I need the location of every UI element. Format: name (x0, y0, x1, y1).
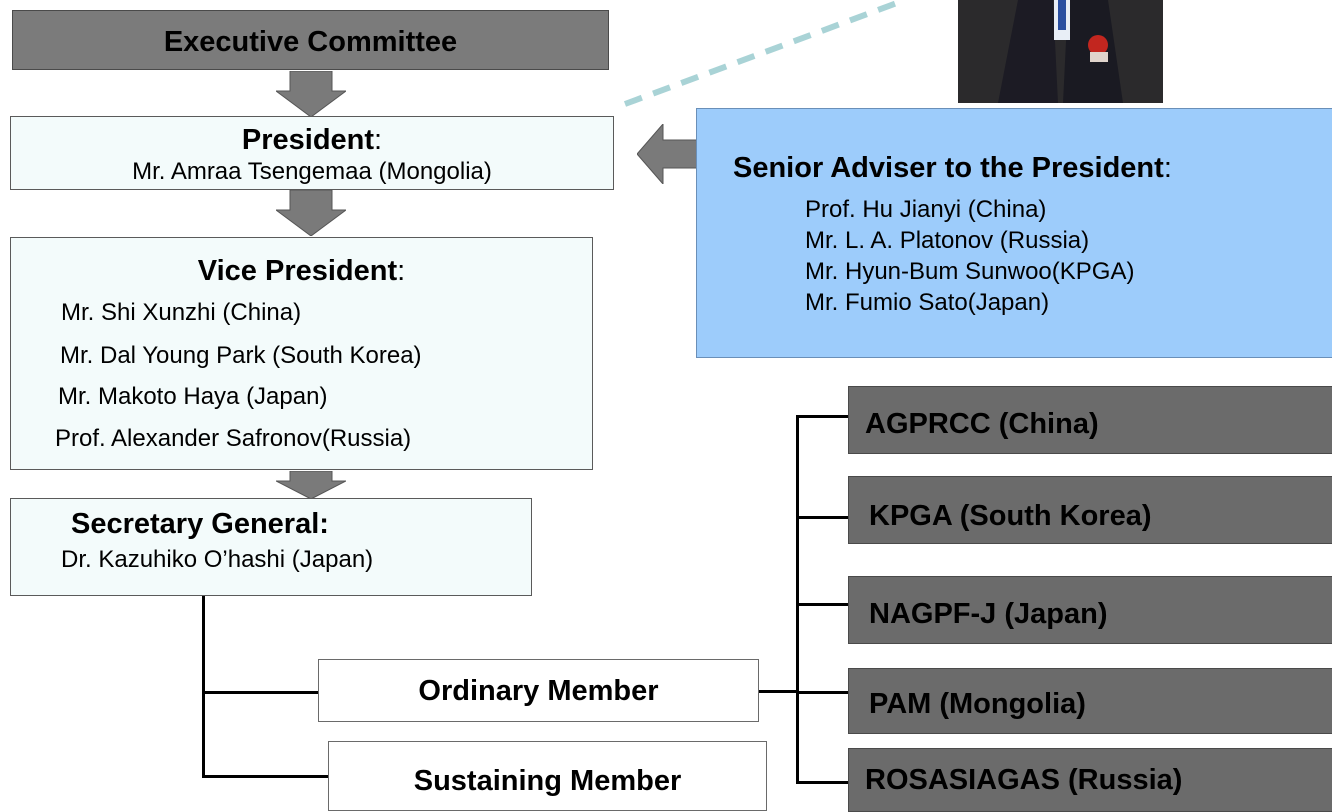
connector-line (759, 690, 799, 693)
vice-president-box: Vice President: Mr. Shi Xunzhi (China) M… (10, 237, 593, 470)
president-title: President (241, 124, 375, 156)
senior-adviser-name: Prof. Hu Jianyi (China) (805, 196, 1047, 223)
vice-president-colon: : (397, 255, 406, 287)
executive-committee-box: Executive Committee (12, 10, 609, 70)
arrow-left-icon (637, 124, 699, 184)
org-box-agprcc: AGPRCC (China) (848, 386, 1332, 454)
org-box-pam: PAM (Mongolia) (848, 668, 1332, 734)
connector-line (796, 415, 799, 784)
org-box-rosasiagas: ROSASIAGAS (Russia) (848, 748, 1332, 812)
vice-president-heading: Vice President: (11, 254, 592, 288)
senior-adviser-heading: Senior Adviser to the President: (733, 151, 1172, 185)
senior-adviser-box: Senior Adviser to the President: Prof. H… (696, 108, 1332, 358)
secretary-general-box: Secretary General: Dr. Kazuhiko O’hashi … (10, 498, 532, 596)
org-box-kpga: KPGA (South Korea) (848, 476, 1332, 544)
connector-line (796, 603, 848, 606)
vice-president-name: Prof. Alexander Safronov(Russia) (55, 425, 412, 452)
portrait-image (958, 0, 1163, 103)
secretary-general-name: Dr. Kazuhiko O’hashi (Japan) (61, 546, 374, 573)
sustaining-member-label: Sustaining Member (413, 765, 682, 797)
org-label: PAM (Mongolia) (869, 688, 1086, 720)
connector-line (796, 516, 848, 519)
connector-line (202, 691, 319, 694)
vice-president-name: Mr. Shi Xunzhi (China) (61, 299, 302, 326)
arrow-down-icon (276, 71, 346, 117)
executive-committee-title: Executive Committee (163, 26, 458, 58)
vice-president-name: Mr. Dal Young Park (South Korea) (60, 342, 422, 369)
connector-line (796, 781, 848, 784)
arrow-down-icon (276, 190, 346, 236)
president-photo (958, 0, 1163, 103)
arrow-down-icon (276, 471, 346, 499)
senior-adviser-name: Mr. L. A. Platonov (Russia) (805, 227, 1090, 254)
senior-adviser-name: Mr. Fumio Sato(Japan) (805, 289, 1050, 316)
org-label: ROSASIAGAS (Russia) (865, 764, 1183, 796)
secretary-general-title: Secretary General: (71, 508, 329, 540)
connector-line (796, 691, 848, 694)
vice-president-title: Vice President (197, 255, 398, 287)
ordinary-member-label: Ordinary Member (418, 675, 659, 707)
connector-line (796, 415, 848, 418)
org-box-nagpf-j: NAGPF-J (Japan) (848, 576, 1332, 644)
connector-line (202, 596, 205, 778)
org-label: NAGPF-J (Japan) (869, 598, 1108, 630)
president-heading: President: (11, 123, 613, 157)
vice-president-name: Mr. Makoto Haya (Japan) (58, 383, 328, 410)
ordinary-member-box: Ordinary Member (318, 659, 759, 722)
senior-adviser-name: Mr. Hyun-Bum Sunwoo(KPGA) (805, 258, 1135, 285)
president-box: President: Mr. Amraa Tsengemaa (Mongolia… (10, 116, 614, 190)
senior-adviser-colon: : (1163, 152, 1172, 184)
connector-line (202, 775, 329, 778)
org-label: KPGA (South Korea) (869, 500, 1152, 532)
senior-adviser-title: Senior Adviser to the President (733, 152, 1164, 184)
president-name: Mr. Amraa Tsengemaa (Mongolia) (132, 158, 492, 185)
president-colon: : (374, 124, 383, 156)
sustaining-member-box: Sustaining Member (328, 741, 767, 811)
org-label: AGPRCC (China) (865, 408, 1099, 440)
